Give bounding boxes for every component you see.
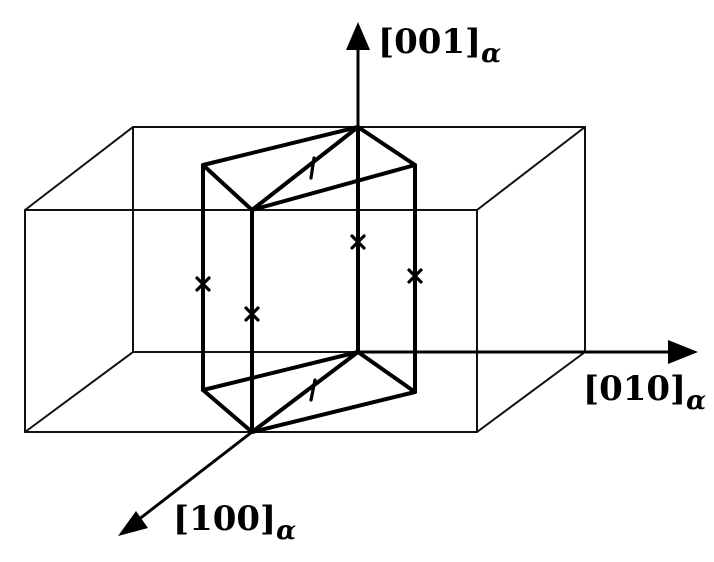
inner-cell-bottom-diagonal	[250, 350, 360, 434]
inner-cell-bottom-face	[201, 350, 417, 434]
outer-box-edge-br	[476, 351, 586, 433]
z-axis-label: [001]α	[378, 22, 501, 69]
inner-cell-top-diagonal	[250, 125, 360, 212]
y-axis-label-main: [010]	[583, 369, 686, 409]
inner-cell-top-face	[201, 125, 417, 212]
cross-marker-back-edge	[350, 234, 366, 250]
outer-box-edge-bl	[24, 351, 134, 433]
y-axis-label: [010]α	[583, 369, 706, 416]
z-axis-arrowhead	[346, 22, 370, 50]
y-axis-label-subscript: α	[686, 386, 706, 416]
outer-box-edge-tr	[476, 126, 586, 211]
inner-cell	[201, 125, 417, 434]
x-axis-label-main: [100]	[173, 499, 276, 539]
x-axis-arrowhead	[118, 511, 148, 536]
cross-marker-right-edge	[407, 268, 423, 284]
atom-sites	[195, 156, 423, 402]
tick-marker-bottom-diagonal	[309, 378, 317, 402]
cross-marker-front-edge	[244, 306, 260, 322]
x-axis-label: [100]α	[173, 499, 296, 546]
x-axis-label-subscript: α	[276, 516, 296, 546]
x-axis-line	[137, 430, 253, 522]
outer-box	[24, 126, 586, 433]
z-axis-label-subscript: α	[481, 39, 501, 69]
outer-box-edge-tl	[24, 126, 134, 211]
tick-marker-top-diagonal	[309, 156, 316, 180]
axes	[118, 22, 698, 536]
cross-marker-left-edge	[195, 276, 211, 292]
z-axis-label-main: [001]	[378, 22, 481, 62]
y-axis-arrowhead	[668, 340, 698, 364]
